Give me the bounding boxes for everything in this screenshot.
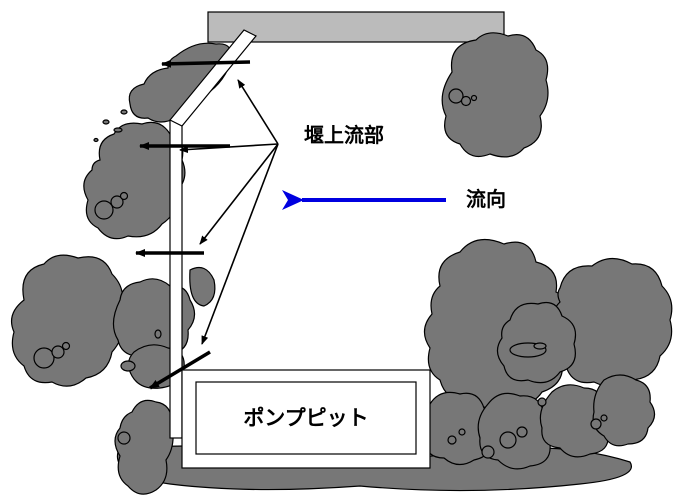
label-pointers xyxy=(179,79,279,345)
pointer-line xyxy=(201,143,279,345)
vegetation-left-lower xyxy=(11,254,216,389)
pump-pit-label: ポンプピット xyxy=(243,406,368,430)
pointer-line xyxy=(179,143,279,154)
left-arrow-icon xyxy=(149,350,211,390)
left-arrow-icon xyxy=(161,59,251,68)
pump-pit-inner xyxy=(195,381,417,455)
overflow-arrows xyxy=(135,59,251,390)
flow-direction-label: 流向 xyxy=(466,187,506,211)
top-structure xyxy=(207,11,505,43)
weir-overflow-label: 堰上流部 xyxy=(304,123,384,147)
pointer-line xyxy=(237,79,279,145)
vegetation-bottom-left xyxy=(114,399,174,495)
vegetation-right xyxy=(419,238,673,470)
weir-diagonal xyxy=(169,29,257,127)
weir-wall xyxy=(169,119,183,439)
vegetation-top-right xyxy=(441,32,549,158)
pointer-line xyxy=(199,143,279,245)
